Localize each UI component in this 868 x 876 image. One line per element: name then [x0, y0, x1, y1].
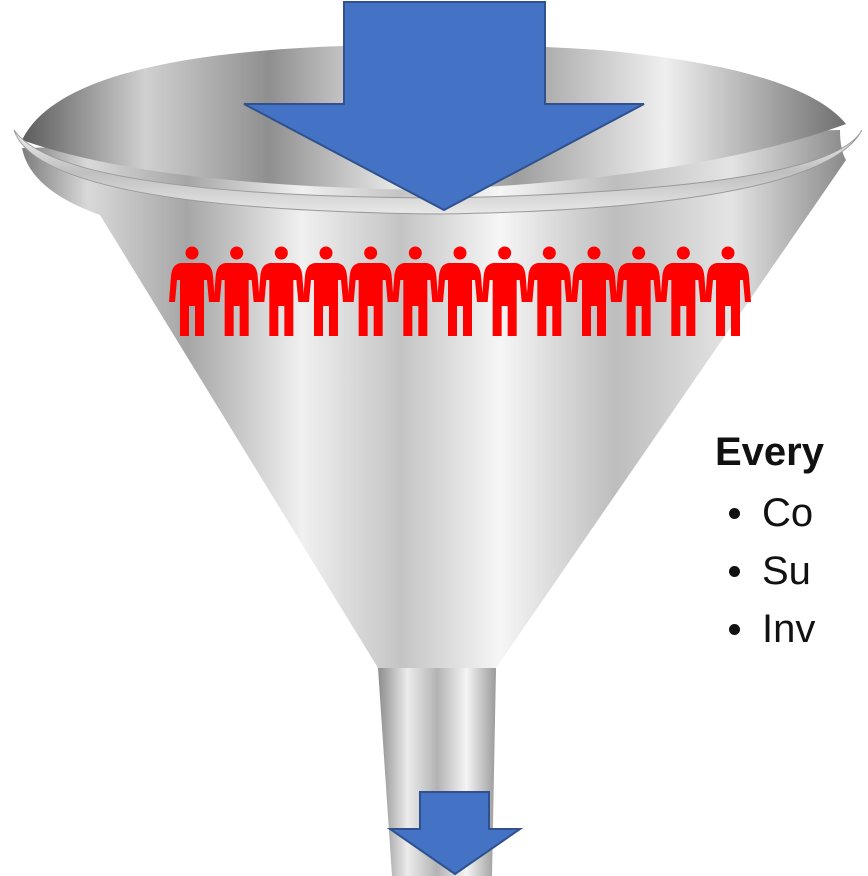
arrow-down-icon [386, 791, 524, 876]
slide-heading: Every [715, 430, 824, 474]
person-icon [571, 246, 617, 336]
person-icon [660, 246, 707, 336]
person-icon [526, 246, 573, 336]
bullet-item: Inv [715, 600, 824, 658]
person-icon [213, 246, 260, 336]
bullet-text: Su [762, 549, 811, 593]
bullet-text: Co [762, 491, 814, 535]
bullet-item: Su [715, 542, 824, 600]
person-icon [303, 246, 349, 336]
funnel-rim [13, 129, 863, 215]
slide-text: Every Co Su Inv [715, 428, 824, 658]
people-row [169, 246, 751, 336]
bullet-icon [729, 507, 740, 519]
person-icon [169, 246, 215, 336]
person-icon [705, 246, 751, 336]
bullet-item: Co [715, 484, 824, 542]
person-icon [615, 246, 662, 336]
bullet-icon [729, 623, 740, 635]
person-icon [481, 246, 528, 336]
bullet-text: Inv [762, 607, 816, 651]
bullet-icon [729, 565, 740, 577]
person-icon [392, 246, 439, 336]
person-icon [347, 246, 394, 336]
arrow-down-icon [243, 1, 645, 212]
bullet-list: Co Su Inv [715, 484, 824, 658]
person-icon [258, 246, 305, 336]
person-icon [437, 246, 483, 336]
